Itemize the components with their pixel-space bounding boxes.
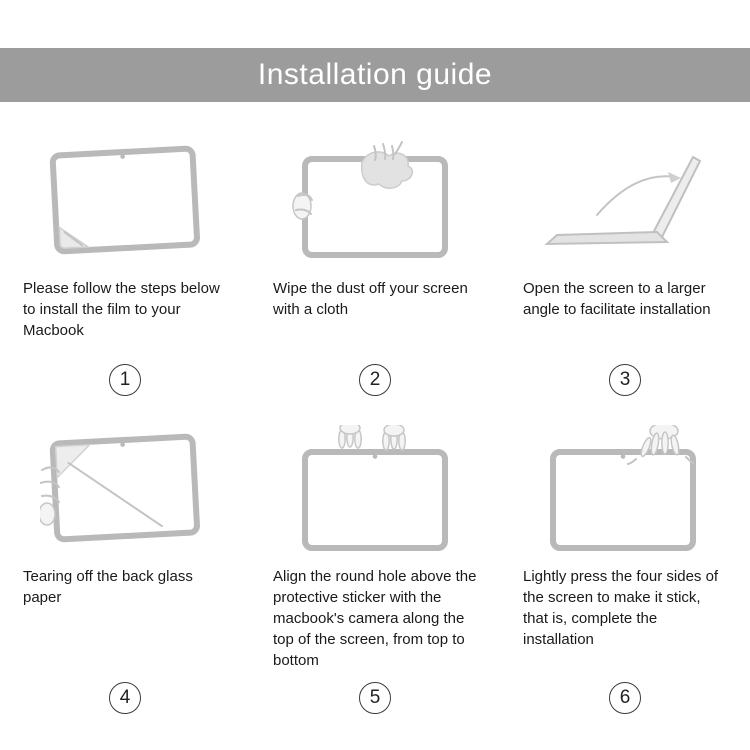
step-1-number-badge: 1 [109, 364, 141, 396]
step-6-caption: Lightly press the four sides of the scre… [523, 568, 719, 648]
tear-backing-paper-icon [40, 433, 200, 543]
step-3-caption: Open the screen to a larger angle to fac… [523, 280, 711, 318]
open-laptop-angle-icon [544, 155, 702, 245]
step-2-illustration [250, 126, 500, 278]
step-4-caption: Tearing off the back glass paper [23, 568, 193, 606]
step-5-caption: Align the round hole above the protectiv… [273, 568, 477, 669]
step-1-illustration [0, 126, 250, 278]
step-6: Lightly press the four sides of the scre… [500, 414, 750, 714]
right-hand [382, 425, 406, 451]
step-3: Open the screen to a larger angle to fac… [500, 126, 750, 396]
step-4-illustration [0, 414, 250, 566]
left-hand [338, 425, 362, 449]
page-title: Installation guide [257, 58, 493, 91]
step-6-number-badge: 6 [609, 682, 641, 714]
step-6-illustration [500, 414, 750, 566]
step-2-number-badge: 2 [359, 364, 391, 396]
align-film-camera-icon [302, 425, 448, 551]
step-3-illustration [500, 126, 750, 278]
press-four-sides-icon [550, 425, 696, 551]
wipe-screen-cloth-icon [292, 140, 448, 258]
step-4-number-badge: 4 [109, 682, 141, 714]
step-5-number-badge: 5 [359, 682, 391, 714]
peel-film-screen-icon [49, 145, 200, 255]
step-2-caption: Wipe the dust off your screen with a clo… [273, 280, 468, 318]
pressing-hand [640, 425, 680, 458]
steps-grid: Please follow the steps below to install… [0, 126, 750, 714]
step-3-number-badge: 3 [609, 364, 641, 396]
step-5-illustration [250, 414, 500, 566]
step-2: Wipe the dust off your screen with a clo… [250, 126, 500, 396]
step-1: Please follow the steps below to install… [0, 126, 250, 396]
header-banner: Installation guide [0, 48, 750, 102]
step-4: Tearing off the back glass paper 4 [0, 414, 250, 714]
step-5: Align the round hole above the protectiv… [250, 414, 500, 714]
step-1-caption: Please follow the steps below to install… [23, 280, 220, 339]
